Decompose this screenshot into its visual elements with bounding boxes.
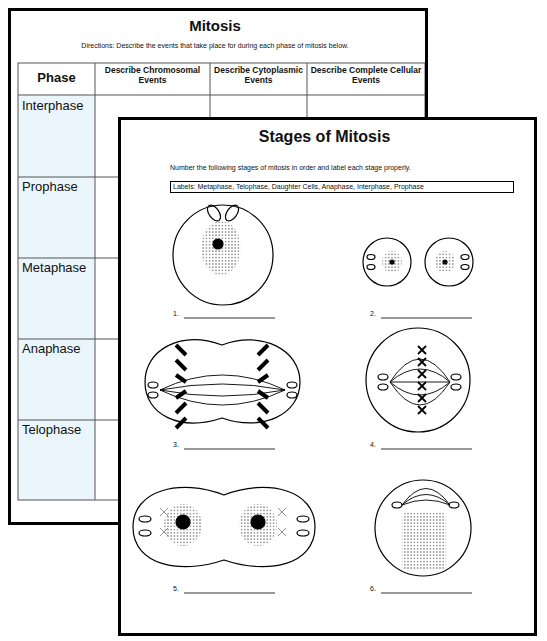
callout-number: 4. [370, 441, 376, 448]
word-bank-box: Labels: Metaphase, Telophase, Daughter C… [170, 181, 514, 193]
callout-number: 3. [173, 441, 179, 448]
phase-name: Telophase [22, 422, 81, 437]
table-header: Describe Cytoplasmic Events [214, 65, 303, 85]
phase-name: Metaphase [22, 260, 86, 275]
callout-number: 2. [370, 310, 376, 317]
phase-name: Anaphase [22, 341, 81, 356]
callout-number: 6. [370, 585, 376, 592]
worksheet-sheet: Stages of MitosisNumber the following st… [118, 117, 537, 636]
callout-number: 1. [173, 310, 179, 317]
directions-text: Directions: Describe the events that tak… [81, 42, 348, 49]
table-header: Describe Chromosomal Events [105, 65, 200, 85]
callout-number: 5. [173, 585, 179, 592]
cell-illustrations [118, 117, 537, 636]
sheet-title: Stages of Mitosis [259, 128, 391, 145]
phase-name: Interphase [22, 98, 83, 113]
table-header: Phase [37, 70, 75, 85]
phase-name: Prophase [22, 179, 78, 194]
word-bank-text: Labels: Metaphase, Telophase, Daughter C… [173, 183, 424, 190]
directions-text: Number the following stages of mitosis i… [170, 164, 411, 171]
table-header: Describe Complete Cellular Events [311, 65, 422, 85]
sheet-title: Mitosis [189, 17, 241, 34]
